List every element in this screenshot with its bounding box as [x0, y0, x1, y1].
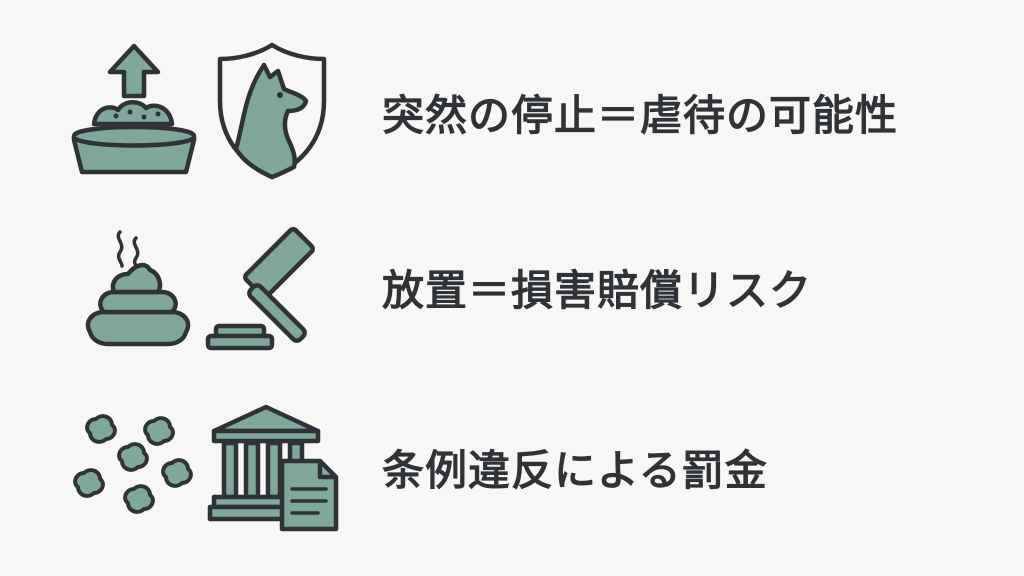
poop-icon	[85, 230, 191, 347]
item-row-2: 放置＝損害賠償リスク	[0, 222, 1024, 372]
food-bowl-arrow-up-icon	[71, 43, 197, 175]
item-label: 突然の停止＝虐待の可能性	[382, 91, 899, 140]
scattered-droppings-icon	[73, 414, 193, 514]
gavel-icon	[205, 227, 315, 351]
item-row-1: 突然の停止＝虐待の可能性	[0, 35, 1024, 185]
item-row-3: 条例違反による罰金	[0, 395, 1024, 545]
dog-shield-icon	[217, 42, 327, 180]
item-label: 条例違反による罰金	[382, 446, 768, 495]
courthouse-document-icon	[207, 404, 339, 532]
item-label: 放置＝損害賠償リスク	[382, 266, 813, 315]
